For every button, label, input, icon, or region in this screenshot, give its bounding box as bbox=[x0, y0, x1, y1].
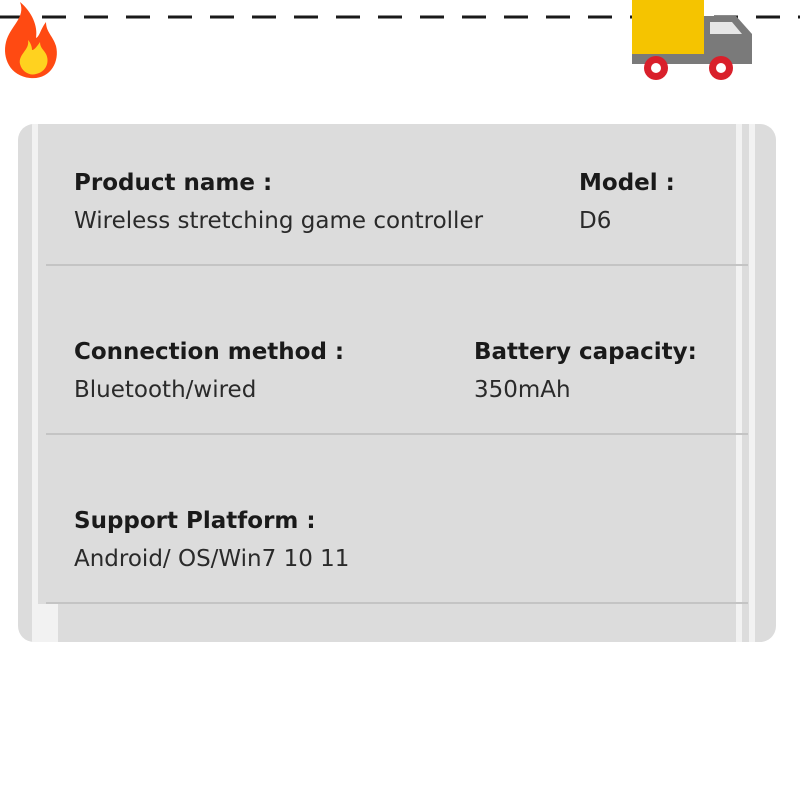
delivery-truck-icon bbox=[632, 0, 752, 80]
card-edge-stripe bbox=[749, 124, 755, 642]
spec-model: Model : D6 bbox=[579, 168, 675, 236]
spec-label: Model : bbox=[579, 170, 675, 196]
card-edge-stripe bbox=[736, 124, 742, 642]
fire-icon bbox=[5, 2, 57, 79]
row-divider bbox=[46, 602, 748, 604]
decorative-banner bbox=[0, 0, 800, 90]
spec-connection-method: Connection method : Bluetooth/wired bbox=[74, 337, 344, 405]
spec-value: 350mAh bbox=[474, 377, 571, 403]
spec-support-platform: Support Platform : Android/ OS/Win7 10 1… bbox=[74, 506, 349, 574]
card-edge-stripe bbox=[32, 124, 38, 642]
spec-row-product: Product name : Wireless stretching game … bbox=[46, 124, 748, 294]
spec-value: Bluetooth/wired bbox=[74, 377, 257, 403]
card-bottom-notch bbox=[32, 604, 58, 642]
spec-label: Connection method : bbox=[74, 339, 345, 365]
spec-value: Android/ OS/Win7 10 11 bbox=[74, 546, 350, 572]
spec-value: Wireless stretching game controller bbox=[74, 208, 484, 234]
row-divider bbox=[46, 264, 748, 266]
spec-label: Battery capacity: bbox=[474, 339, 697, 365]
spec-value: D6 bbox=[579, 208, 612, 234]
spec-card: Product name : Wireless stretching game … bbox=[18, 124, 776, 642]
spec-battery-capacity: Battery capacity: 350mAh bbox=[474, 337, 697, 405]
spec-product-name: Product name : Wireless stretching game … bbox=[74, 168, 483, 236]
spec-row-connection: Connection method : Bluetooth/wired Batt… bbox=[46, 265, 748, 435]
dashed-line bbox=[0, 15, 800, 19]
row-divider bbox=[46, 433, 748, 435]
spec-label: Support Platform : bbox=[74, 508, 316, 534]
spec-label: Product name : bbox=[74, 170, 273, 196]
spec-row-platform: Support Platform : Android/ OS/Win7 10 1… bbox=[46, 434, 748, 604]
